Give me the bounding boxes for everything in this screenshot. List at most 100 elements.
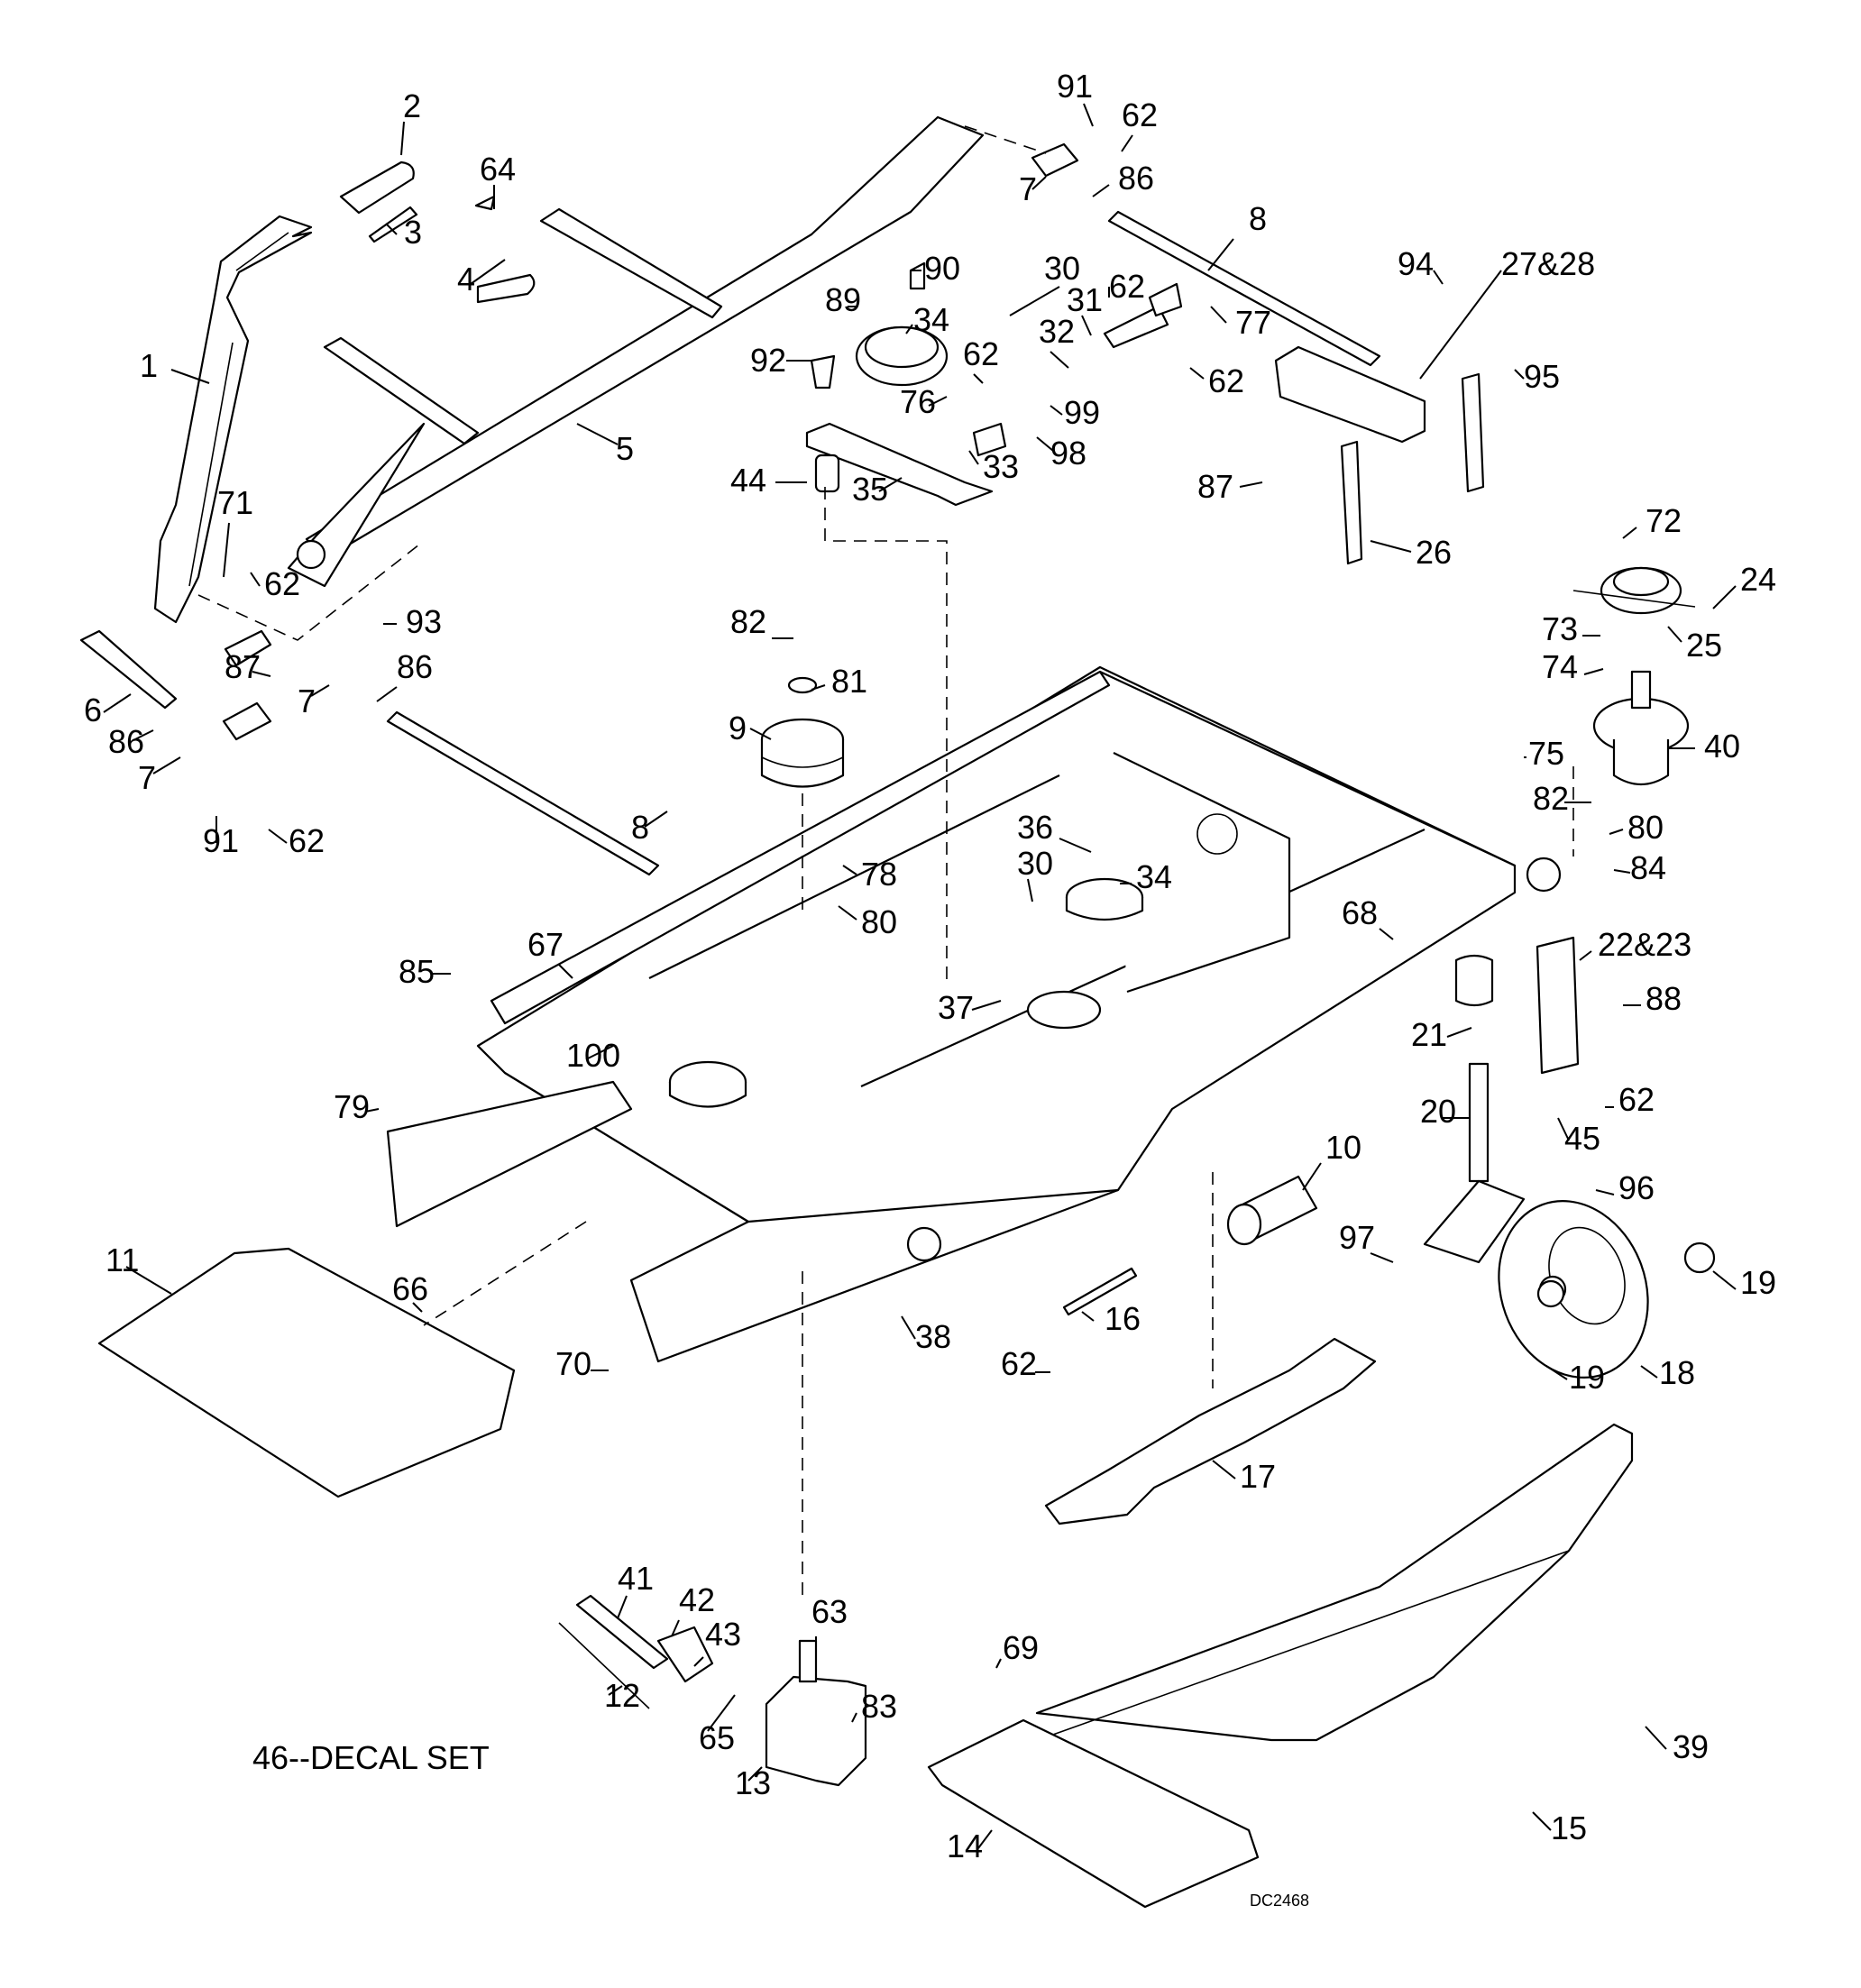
callout-63: 63	[811, 1593, 848, 1659]
pin-part	[1062, 1267, 1138, 1316]
callout-80: 80	[1609, 809, 1664, 846]
drive-shaft-part	[558, 1594, 714, 1709]
leader-line	[170, 369, 210, 384]
callout-label: 71	[217, 484, 253, 521]
callout-label: 62	[264, 565, 300, 602]
leader-line	[1557, 1117, 1570, 1141]
callout-26: 26	[1370, 534, 1452, 571]
callout-label: 43	[705, 1616, 741, 1653]
callout-30: 30	[1009, 250, 1080, 316]
leader-line	[707, 1694, 736, 1732]
callout-89: 89	[825, 281, 861, 318]
callout-label: 76	[900, 383, 936, 420]
callout-label: 75	[1528, 735, 1564, 772]
callout-41: 41	[617, 1560, 654, 1619]
callout-label: 86	[397, 648, 433, 685]
callout-66: 66	[392, 1270, 428, 1313]
callout-98: 98	[1036, 435, 1086, 472]
callout-62: 62	[1001, 1345, 1050, 1382]
leader-line	[1092, 184, 1110, 197]
callout-87: 87	[225, 648, 271, 685]
callout-label: 8	[631, 809, 649, 846]
callout-97: 97	[1339, 1219, 1394, 1263]
drawing-number: DC2468	[1250, 1892, 1309, 1910]
leader-line	[1207, 238, 1234, 271]
callout-label: 70	[555, 1345, 591, 1382]
callout-label: 84	[1630, 849, 1666, 886]
callout-label: 27&28	[1501, 245, 1595, 282]
leader-line	[1027, 878, 1033, 902]
leader-line	[1081, 315, 1092, 336]
callout-21: 21	[1411, 1016, 1472, 1053]
callout-7: 7	[138, 756, 181, 796]
blade-part	[1044, 1337, 1377, 1525]
callout-label: 39	[1673, 1728, 1709, 1765]
callout-9: 9	[729, 710, 772, 747]
callout-label: 22&23	[1598, 926, 1691, 963]
callout-95: 95	[1514, 358, 1560, 395]
leader-line	[134, 729, 154, 740]
callout-42: 42	[671, 1581, 715, 1637]
callout-label: 91	[1057, 68, 1093, 105]
callout-8: 8	[631, 809, 668, 846]
callout-label: 34	[913, 301, 949, 338]
leader-line	[1622, 527, 1637, 539]
callout-73: 73	[1542, 610, 1600, 647]
callout-label: 34	[1136, 858, 1172, 895]
callout-label: 97	[1339, 1219, 1375, 1256]
callout-32: 32	[1039, 313, 1075, 369]
front-shield-part	[97, 1247, 516, 1498]
callout-62: 62	[250, 565, 300, 602]
callout-11: 11	[105, 1241, 172, 1295]
callout-label: 24	[1740, 561, 1776, 598]
callout-label: 62	[289, 822, 325, 859]
callout-33: 33	[968, 448, 1019, 485]
callout-label: 36	[1017, 809, 1053, 846]
callout-74: 74	[1542, 648, 1604, 685]
callout-25: 25	[1667, 626, 1722, 664]
leader-line	[1613, 869, 1631, 874]
callout-label: 95	[1524, 358, 1560, 395]
callout-17: 17	[1212, 1458, 1276, 1495]
caster-wheel-part	[1423, 936, 1716, 1379]
decal-set-note: 46--DECAL SET	[252, 1739, 490, 1776]
callout-label: 4	[457, 261, 475, 298]
leader-line	[1239, 481, 1263, 488]
callout-label: 80	[861, 903, 897, 940]
callout-24: 24	[1712, 561, 1776, 609]
callout-label: 88	[1646, 980, 1682, 1017]
callout-86: 86	[1092, 160, 1154, 197]
callout-7: 7	[1019, 170, 1047, 207]
link-plate-part	[474, 195, 536, 304]
leader-line	[252, 671, 271, 677]
callout-19: 19	[1712, 1264, 1776, 1301]
leader-line	[968, 450, 979, 465]
callout-80: 80	[838, 903, 897, 940]
callout-92: 92	[750, 342, 811, 379]
callout-label: 81	[831, 663, 867, 700]
idler-assembly-part	[805, 261, 1183, 507]
side-shield-part	[927, 1718, 1260, 1909]
callout-label: 1	[140, 347, 158, 384]
callout-88: 88	[1623, 980, 1682, 1017]
leader-line	[1036, 436, 1054, 452]
callout-label: 15	[1551, 1809, 1587, 1846]
leader-line	[1433, 270, 1444, 285]
callout-label: 10	[1325, 1129, 1361, 1166]
callout-38: 38	[901, 1315, 951, 1355]
leader-line	[576, 423, 619, 445]
leader-line	[1595, 1189, 1615, 1196]
callout-label: 30	[1017, 845, 1053, 882]
callout-86: 86	[376, 648, 433, 702]
callout-85: 85	[399, 953, 451, 990]
callout-3: 3	[385, 214, 422, 251]
leader-line	[470, 259, 506, 285]
callout-16: 16	[1081, 1300, 1141, 1337]
leader-line	[747, 1766, 763, 1782]
callout-62: 62	[1189, 362, 1244, 399]
leader-line	[644, 811, 668, 828]
leader-line	[1712, 585, 1737, 609]
callout-43: 43	[693, 1616, 741, 1667]
